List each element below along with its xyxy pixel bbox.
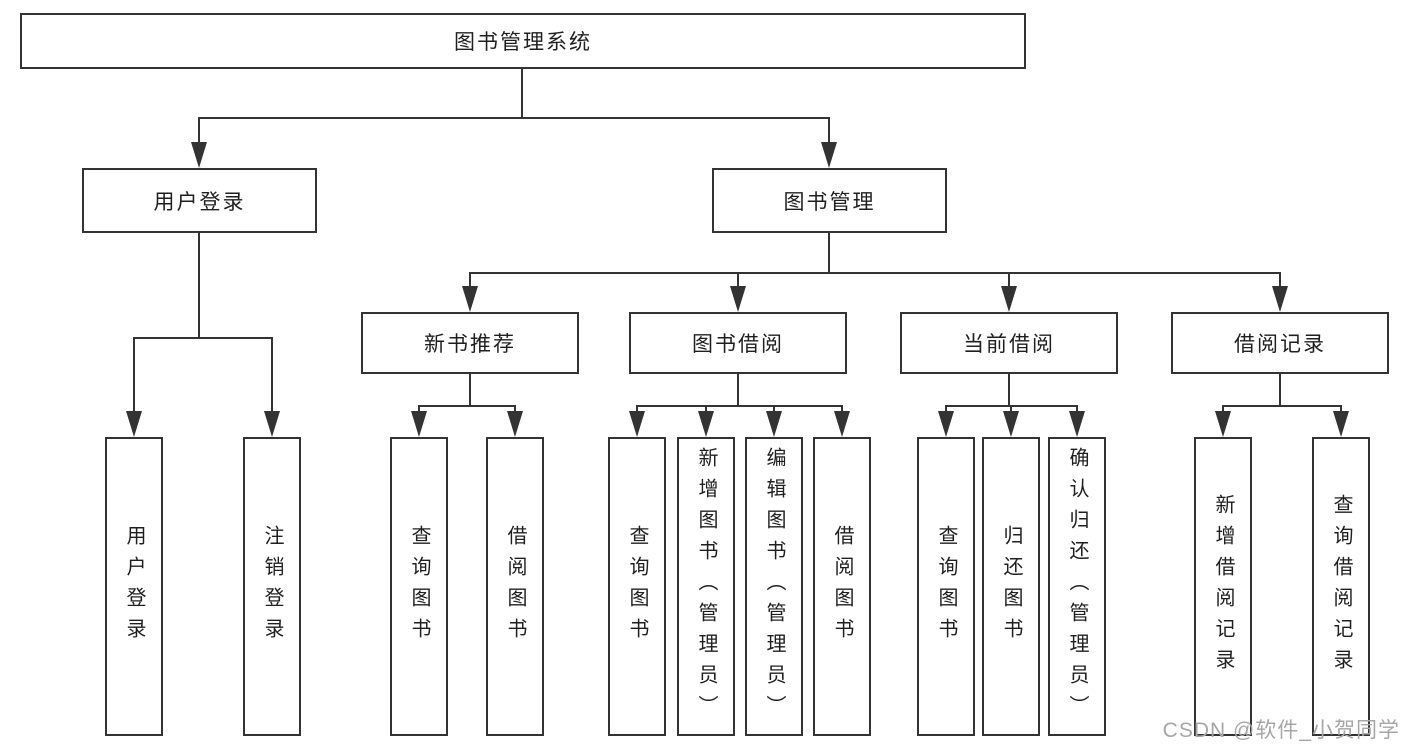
connector-newbook-drop-1 (418, 405, 420, 415)
connector-userlogin-split (133, 337, 273, 339)
leaf-query-borrow-record: 查询借阅记录 (1312, 437, 1370, 736)
arrow-down-icon (1001, 286, 1017, 312)
leaf-query-books-recommend: 查询图书 (390, 437, 448, 736)
leaf-logout: 注销登录 (243, 437, 301, 736)
connector-root-stem (521, 69, 523, 117)
arrow-down-icon (191, 142, 207, 168)
connector-bookmgmt-drop-1 (469, 272, 471, 290)
arrow-down-icon (507, 411, 523, 437)
connector-current-stem (1008, 374, 1010, 405)
arrow-down-icon (766, 411, 782, 437)
leaf-confirm-return-admin: 确认归还（管理员） (1048, 437, 1106, 736)
arrow-down-icon (462, 286, 478, 312)
connector-records-drop-2 (1340, 405, 1342, 415)
connector-root-left-drop (198, 117, 200, 145)
node-root: 图书管理系统 (20, 13, 1026, 69)
node-user-login: 用户登录 (82, 168, 317, 233)
arrow-down-icon (938, 411, 954, 437)
connector-records-split (1222, 405, 1342, 407)
leaf-edit-books-admin: 编辑图书（管理员） (745, 437, 803, 736)
arrow-down-icon (1272, 286, 1288, 312)
connector-records-drop-1 (1222, 405, 1224, 415)
connector-bookmgmt-drop-2 (737, 272, 739, 290)
node-current-borrow: 当前借阅 (900, 312, 1118, 374)
leaf-query-books-borrow: 查询图书 (608, 437, 666, 736)
connector-userlogin-stem (198, 233, 200, 337)
arrow-down-icon (1003, 411, 1019, 437)
arrow-down-icon (1333, 411, 1349, 437)
connector-current-drop-3 (1076, 405, 1078, 415)
arrow-down-icon (730, 286, 746, 312)
connector-bookmgmt-split (469, 272, 1281, 274)
connector-bookmgmt-stem (828, 233, 830, 272)
connector-root-split (198, 117, 830, 119)
leaf-user-login: 用户登录 (105, 437, 163, 736)
node-borrow-records: 借阅记录 (1171, 312, 1389, 374)
arrow-down-icon (411, 411, 427, 437)
leaf-add-books-admin: 新增图书（管理员） (677, 437, 735, 736)
node-new-book-recommend: 新书推荐 (361, 312, 579, 374)
arrow-down-icon (1215, 411, 1231, 437)
connector-newbook-split (418, 405, 516, 407)
arrow-down-icon (126, 411, 142, 437)
connector-newbook-drop-2 (514, 405, 516, 415)
connector-current-drop-1 (945, 405, 947, 415)
leaf-return-books: 归还图书 (982, 437, 1040, 736)
connector-records-stem (1279, 374, 1281, 405)
connector-newbook-stem (469, 374, 471, 405)
leaf-borrow-books: 借阅图书 (813, 437, 871, 736)
connector-bookmgmt-drop-4 (1279, 272, 1281, 290)
arrow-down-icon (821, 142, 837, 168)
connector-userlogin-drop-2 (271, 337, 273, 413)
leaf-borrow-books-recommend: 借阅图书 (486, 437, 544, 736)
arrow-down-icon (1069, 411, 1085, 437)
node-book-management: 图书管理 (712, 168, 947, 233)
arrow-down-icon (264, 411, 280, 437)
connector-borrow-drop-1 (636, 405, 638, 415)
connector-borrow-drop-3 (773, 405, 775, 415)
arrow-down-icon (834, 411, 850, 437)
connector-root-right-drop (828, 117, 830, 145)
arrow-down-icon (698, 411, 714, 437)
connector-borrow-drop-2 (705, 405, 707, 415)
connector-borrow-stem (737, 374, 739, 405)
leaf-query-books-current: 查询图书 (917, 437, 975, 736)
connector-borrow-drop-4 (841, 405, 843, 415)
connector-borrow-split (636, 405, 843, 407)
node-book-borrow: 图书借阅 (629, 312, 847, 374)
connector-userlogin-drop-1 (133, 337, 135, 413)
arrow-down-icon (629, 411, 645, 437)
connector-current-drop-2 (1010, 405, 1012, 415)
leaf-add-borrow-record: 新增借阅记录 (1194, 437, 1252, 736)
connector-bookmgmt-drop-3 (1008, 272, 1010, 290)
watermark: CSDN @软件_小贺同学 (1162, 719, 1400, 742)
